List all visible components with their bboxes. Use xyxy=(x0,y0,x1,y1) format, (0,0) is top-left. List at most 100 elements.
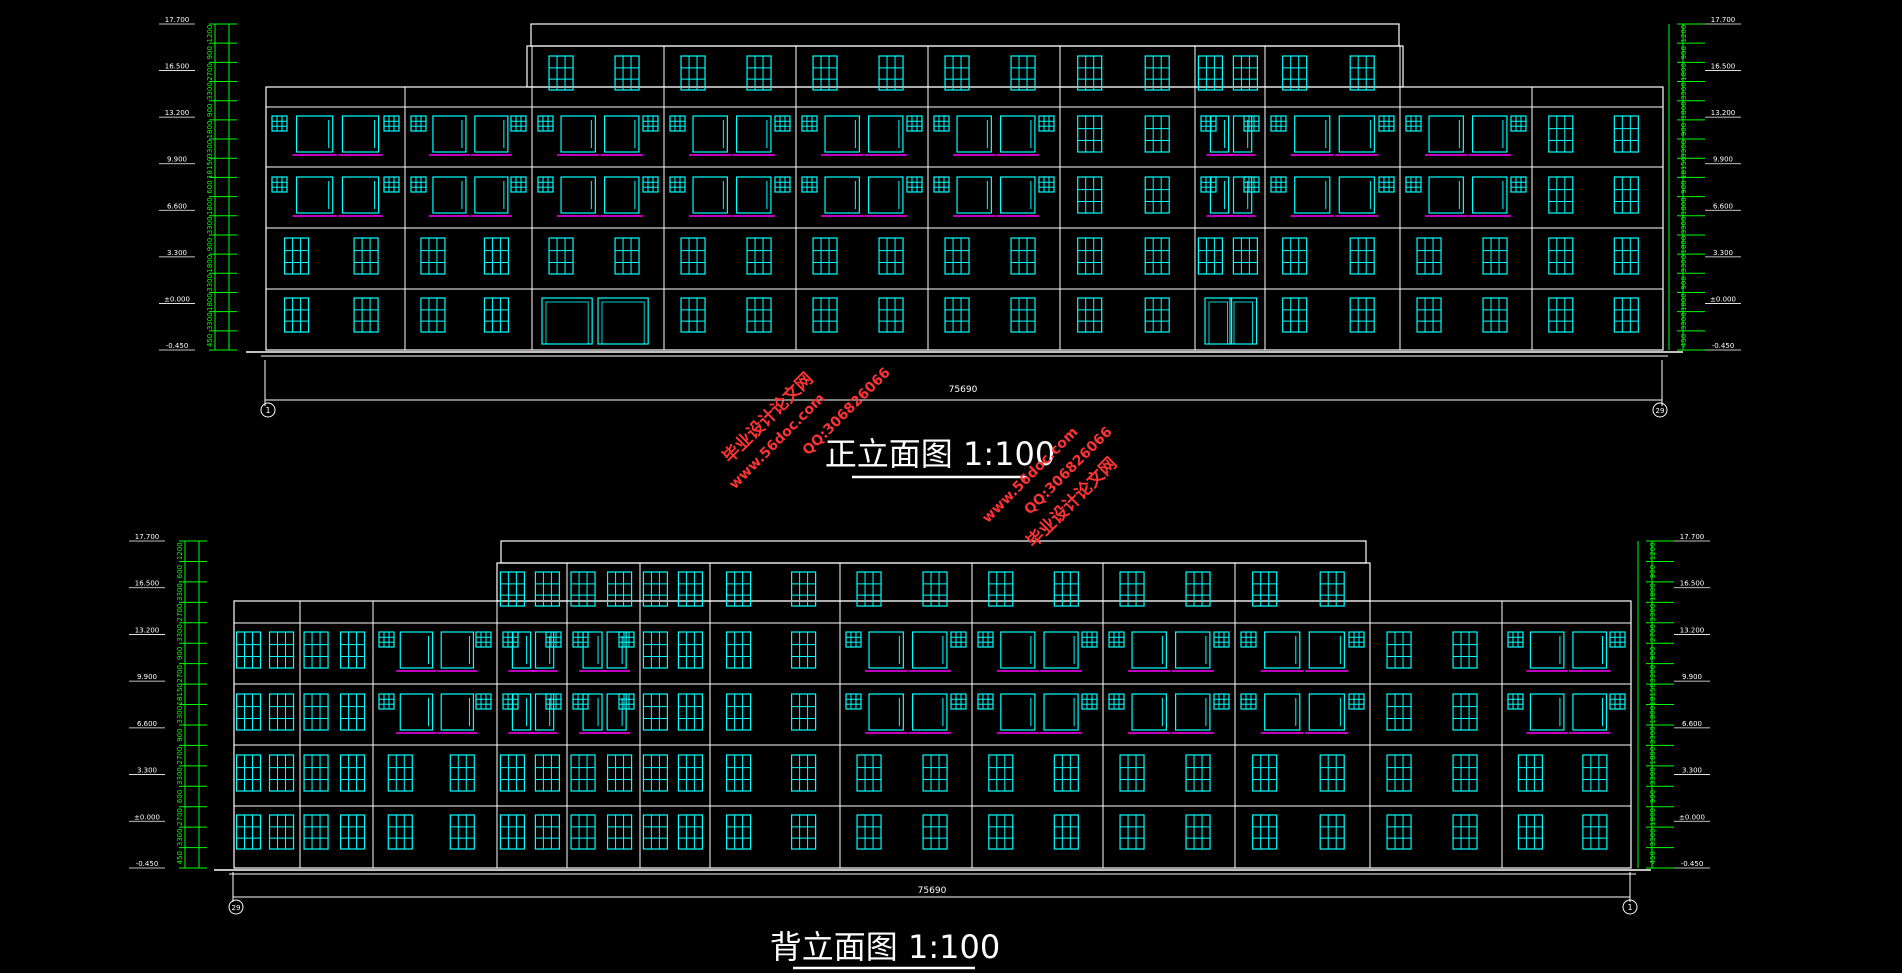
window-frame xyxy=(680,297,706,333)
window xyxy=(483,297,510,333)
window-frame xyxy=(1119,814,1145,850)
window-frame xyxy=(669,176,686,193)
window-frame xyxy=(878,297,904,333)
window-frame xyxy=(1613,115,1639,153)
balcony-door-frame xyxy=(692,115,728,153)
window xyxy=(1081,693,1098,710)
window xyxy=(1452,693,1478,731)
window xyxy=(387,814,413,850)
window xyxy=(812,297,838,333)
window xyxy=(1386,814,1412,850)
balcony-door-frame xyxy=(341,176,380,214)
balcony-door xyxy=(865,693,908,734)
window xyxy=(618,693,635,710)
dimension-value: 3300 xyxy=(1680,312,1688,330)
dimension-value: 3300 xyxy=(1649,767,1657,785)
balcony-door xyxy=(600,115,643,156)
dimension-value: 3300 xyxy=(176,583,184,601)
entrance-door-leaf xyxy=(545,301,589,345)
window-frame xyxy=(1349,297,1375,333)
balcony-door xyxy=(689,176,732,217)
dimension-value: 3300 xyxy=(1680,82,1688,100)
window-frame xyxy=(303,754,329,792)
window-frame xyxy=(339,754,366,792)
window-frame xyxy=(1548,176,1574,214)
level-value: ±0.000 xyxy=(134,813,160,821)
window-frame xyxy=(944,55,970,91)
balcony-door-frame xyxy=(911,693,948,731)
balcony-door xyxy=(508,693,535,734)
back-axis-label-left: 29 xyxy=(232,904,241,912)
window-frame xyxy=(449,814,475,850)
window xyxy=(642,754,669,792)
window-frame xyxy=(303,693,329,731)
window-frame xyxy=(499,814,525,850)
entrance-door xyxy=(1204,297,1233,345)
window-frame xyxy=(1144,176,1170,214)
window xyxy=(1144,237,1170,275)
window xyxy=(268,814,295,850)
entrance-door xyxy=(541,297,593,345)
balcony-door-frame xyxy=(399,693,434,731)
window-frame xyxy=(570,571,596,607)
window xyxy=(1386,754,1412,792)
entrance-door-leaf xyxy=(601,301,645,345)
window xyxy=(1482,237,1508,275)
balcony-door-frame xyxy=(1471,115,1508,153)
window-frame xyxy=(1510,115,1527,132)
window-frame xyxy=(680,55,706,91)
window xyxy=(1319,571,1345,607)
window-frame xyxy=(922,814,948,850)
level-value: ±0.000 xyxy=(1710,295,1736,303)
window-frame xyxy=(1386,754,1412,792)
window xyxy=(1507,631,1524,648)
dimension-value: 2700 xyxy=(176,665,184,683)
balcony-door xyxy=(996,631,1039,672)
window xyxy=(1144,55,1170,91)
balcony-door-frame xyxy=(606,631,627,669)
window-frame xyxy=(642,631,669,669)
window-frame xyxy=(950,693,967,710)
window-frame xyxy=(339,693,366,731)
window-frame xyxy=(1053,754,1079,792)
balcony-door-frame xyxy=(1471,176,1508,214)
window-frame xyxy=(1240,693,1257,710)
window-frame xyxy=(1077,237,1103,275)
dimension-value: 18150 xyxy=(176,683,184,705)
window xyxy=(725,814,752,850)
window xyxy=(1349,237,1375,275)
balcony-door xyxy=(1425,115,1468,156)
dimension-value: 1800 xyxy=(206,255,214,273)
window xyxy=(410,176,427,193)
window xyxy=(1119,754,1145,792)
window-frame xyxy=(1232,55,1259,91)
window-frame xyxy=(1144,297,1170,333)
window-frame xyxy=(988,754,1014,792)
level-value: 6.600 xyxy=(1682,720,1702,728)
balcony-door xyxy=(338,115,383,156)
level-value: 3.300 xyxy=(1682,767,1702,775)
balcony-door xyxy=(1526,693,1568,734)
window-frame xyxy=(545,693,562,710)
window-frame xyxy=(669,115,686,132)
window-frame xyxy=(235,754,262,792)
balcony-door-frame xyxy=(1428,176,1464,214)
front-left-dimension-chain: 1200900270033009001800330018150600180033… xyxy=(159,16,237,351)
balcony-door-frame xyxy=(911,631,948,669)
window xyxy=(475,631,492,648)
balcony-door-frame xyxy=(867,176,904,214)
balcony-door-frame xyxy=(1131,631,1167,669)
dimension-value: 3300 xyxy=(1649,604,1657,622)
balcony-door-frame xyxy=(1209,176,1230,214)
balcony-door-frame xyxy=(1209,115,1230,153)
window xyxy=(1378,176,1395,193)
level-value: 6.600 xyxy=(137,720,157,728)
window-frame xyxy=(746,55,772,91)
window xyxy=(1144,115,1170,153)
window xyxy=(572,631,589,648)
window-frame xyxy=(944,237,970,275)
window-frame xyxy=(271,115,288,132)
back-axis-label-right: 1 xyxy=(1627,903,1632,912)
window xyxy=(383,115,400,132)
front-elevation: 1200900270033009001800330018150600180033… xyxy=(159,16,1741,479)
